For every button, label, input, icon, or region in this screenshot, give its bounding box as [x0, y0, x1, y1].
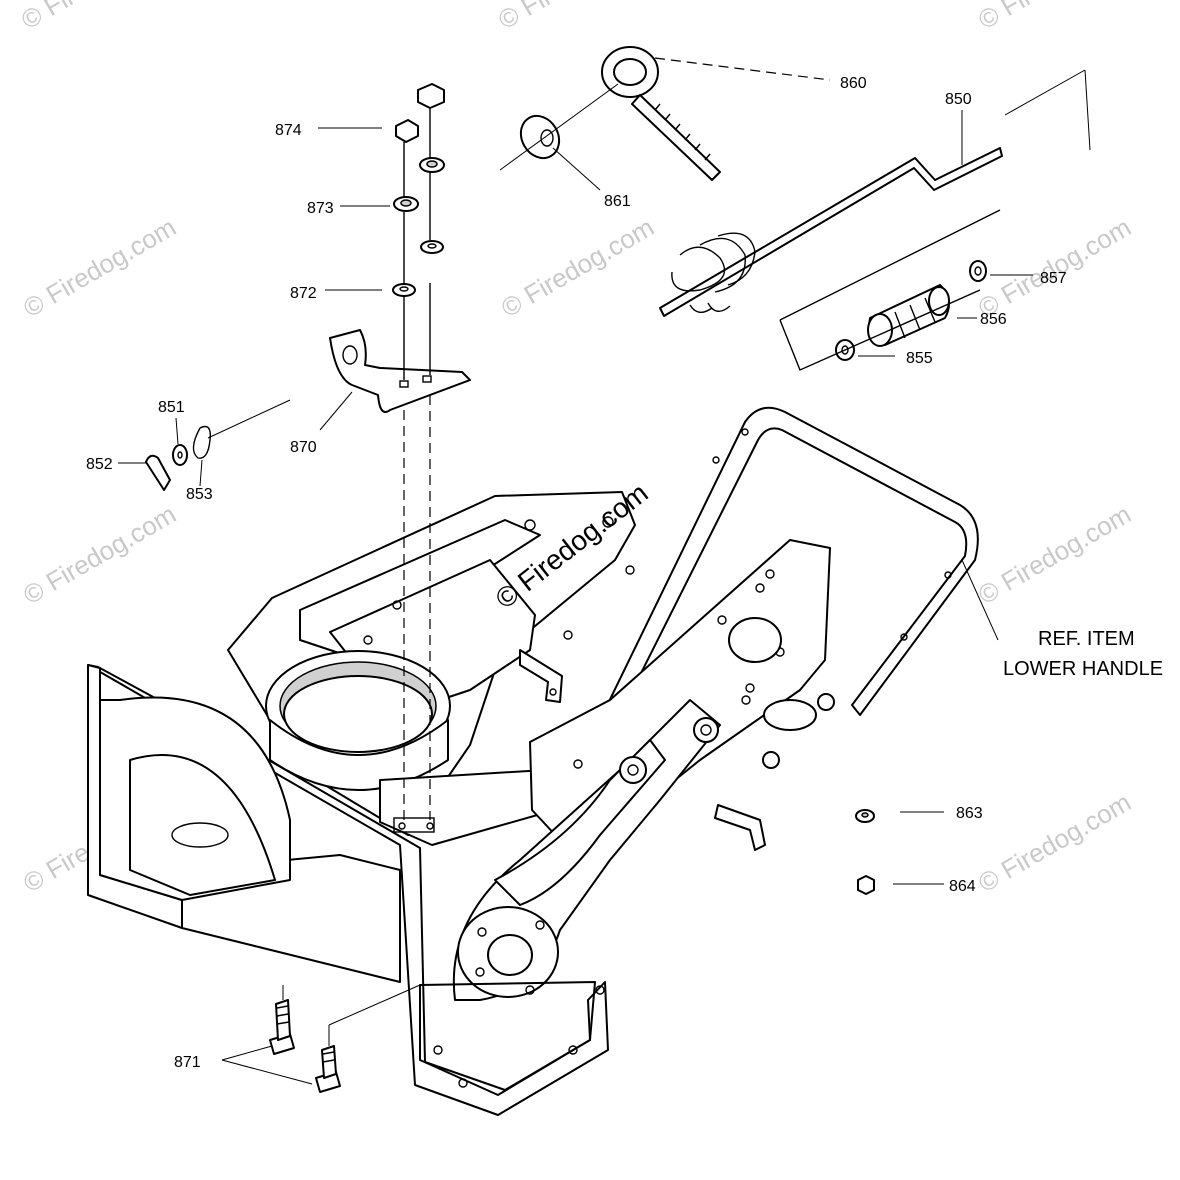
- leader-lines: [118, 57, 1091, 1085]
- callout-874: 874: [275, 122, 302, 139]
- callout-860: 860: [840, 75, 867, 92]
- roller-assembly: [779, 209, 1001, 371]
- eye-bolt: [601, 46, 721, 181]
- callout-857: 857: [1040, 270, 1067, 287]
- auger-housing: [87, 491, 636, 1116]
- callout-861: 861: [604, 193, 631, 210]
- callout-871: 871: [174, 1054, 201, 1071]
- carriage-bolts: [269, 984, 421, 1093]
- ref-item-line1: REF. ITEM: [1038, 628, 1135, 650]
- watermark: © Firedog.com: [973, 0, 1136, 35]
- callout-852: 852: [86, 456, 113, 473]
- nut-864: [857, 875, 875, 895]
- callout-870: 870: [290, 439, 317, 456]
- watermark: © Firedog.com: [18, 212, 181, 323]
- watermark: © Firedog.com: [973, 787, 1136, 898]
- lower-handle: [599, 406, 979, 726]
- callout-labels: 860 850 861 874 873 872 857 856 855 851 …: [86, 75, 1163, 1071]
- callout-872: 872: [290, 285, 317, 302]
- washer-857: [969, 260, 987, 282]
- watermark: © Firedog.com: [18, 499, 181, 610]
- watermark: © Firedog.com: [973, 212, 1136, 323]
- watermark: © Firedog.com: [496, 212, 659, 323]
- control-rod: [659, 147, 1003, 317]
- callout-855: 855: [906, 350, 933, 367]
- pin-hardware: [145, 399, 291, 491]
- callout-856: 856: [980, 311, 1007, 328]
- watermark: © Firedog.com: [16, 0, 179, 35]
- callout-853: 853: [186, 486, 213, 503]
- loose-nuts: [855, 809, 875, 895]
- watermark: © Firedog.com: [973, 499, 1136, 610]
- hardware-stack: [392, 83, 445, 820]
- callout-850: 850: [945, 91, 972, 108]
- callout-863: 863: [956, 805, 983, 822]
- watermark: © Firedog.com: [493, 0, 656, 35]
- ref-item-line2: LOWER HANDLE: [1003, 658, 1163, 680]
- callout-864: 864: [949, 878, 976, 895]
- callout-873: 873: [307, 200, 334, 217]
- callout-851: 851: [158, 399, 185, 416]
- spacer-washer: [519, 114, 561, 160]
- side-panel: [419, 539, 835, 1096]
- mounting-bracket: [329, 329, 471, 414]
